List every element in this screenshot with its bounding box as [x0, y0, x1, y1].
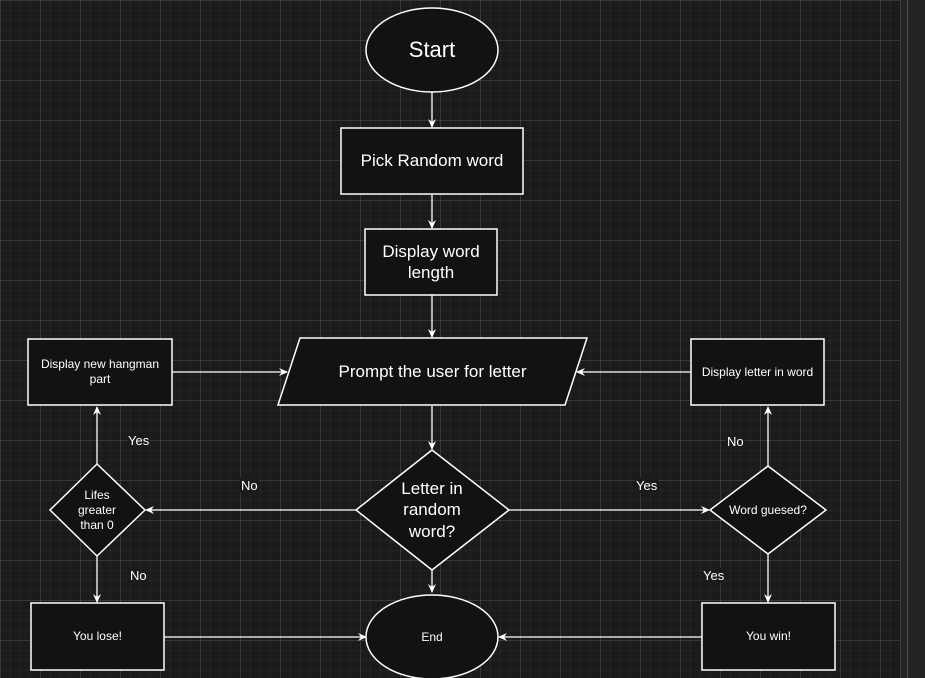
edge-label-letter-no: No — [240, 478, 259, 493]
edge-label-letter-yes: Yes — [635, 478, 659, 493]
edge-label-lifes-no: No — [129, 568, 148, 583]
prompt-label: Prompt the user for letter — [338, 361, 527, 381]
end-label: End — [421, 629, 443, 644]
pick-word-box[interactable] — [340, 127, 524, 195]
win-box[interactable] — [701, 602, 836, 671]
display-letter-label: Display letter in word — [701, 364, 814, 379]
word-guessed-label: Word guesed? — [729, 502, 807, 517]
hangman-part-label: Display new hangman part — [40, 357, 160, 386]
letter-check-label: Letter in random word? — [401, 479, 463, 541]
flowchart-svg — [27, 7, 836, 678]
lose-label: You lose! — [73, 629, 122, 643]
lifes-check-diamond[interactable] — [48, 462, 147, 558]
display-length-label: Display word length — [382, 241, 480, 282]
lifes-check-label: Lifes greater than 0 — [77, 487, 117, 532]
start-label: Start — [408, 37, 456, 63]
word-guessed-diamond[interactable] — [708, 465, 828, 555]
pick-word-label: Pick Random word — [360, 151, 504, 171]
edge-label-guessed-no: No — [726, 434, 745, 449]
edge-label-guessed-yes: Yes — [702, 568, 726, 583]
edge-label-lifes-yes: Yes — [127, 433, 151, 448]
prompt-parallelogram[interactable] — [276, 337, 589, 406]
diagram-canvas[interactable]: Start Pick Random word Display word leng… — [0, 0, 900, 678]
display-letter-box[interactable] — [690, 338, 825, 406]
lose-box[interactable] — [30, 602, 165, 671]
win-label: You win! — [746, 629, 791, 643]
end-ellipse[interactable] — [365, 594, 499, 678]
panel-divider — [907, 0, 908, 678]
right-side-panel — [900, 0, 925, 678]
start-ellipse[interactable] — [365, 7, 499, 93]
hangman-part-box[interactable] — [27, 338, 173, 406]
display-length-box[interactable] — [364, 228, 498, 296]
letter-check-diamond[interactable] — [354, 449, 511, 571]
